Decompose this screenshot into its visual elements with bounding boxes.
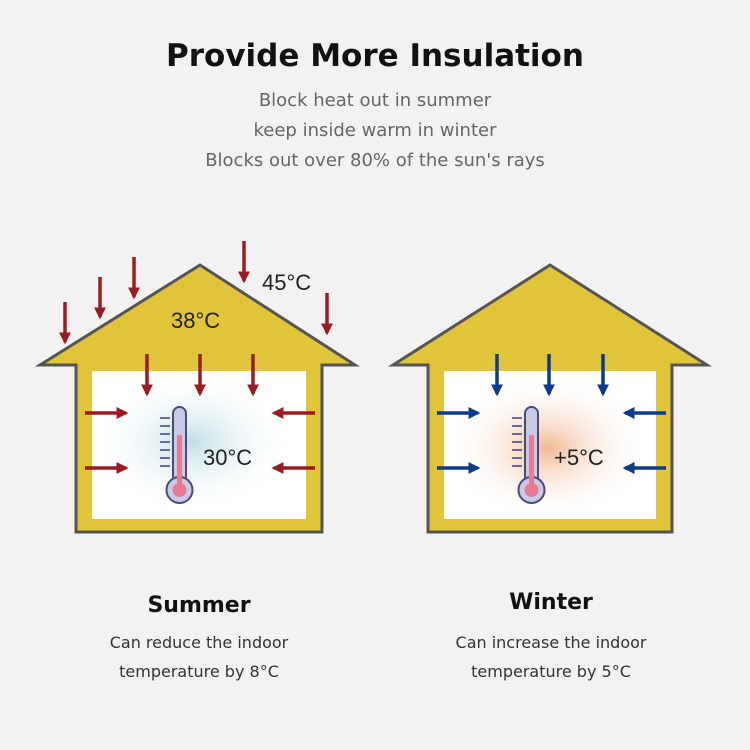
summer-house: 45°C 38°C 30°C xyxy=(34,241,361,534)
winter-desc-line-1: Can increase the indoor xyxy=(455,633,647,652)
subtitle-line-3: Blocks out over 80% of the sun's rays xyxy=(205,150,545,171)
winter-warm-glow xyxy=(448,376,648,520)
thermometer-icon xyxy=(512,406,546,504)
summer-attic-temp: 38°C xyxy=(171,308,220,333)
summer-ceiling-arrows xyxy=(141,354,259,397)
summer-title: Summer xyxy=(147,593,251,618)
summer-outside-temp: 45°C xyxy=(262,270,311,295)
summer-indoor-temp: 30°C xyxy=(203,445,252,470)
winter-wall-arrows xyxy=(437,407,666,474)
winter-house: +5°C xyxy=(387,263,713,534)
winter-title: Winter xyxy=(509,590,593,615)
summer-desc-line-1: Can reduce the indoor xyxy=(109,633,289,652)
subtitle-line-2: keep inside warm in winter xyxy=(253,120,497,141)
summer-outside-arrows xyxy=(59,241,333,345)
summer-cool-glow xyxy=(92,372,292,512)
winter-indoor-temp: +5°C xyxy=(554,445,604,470)
page-title: Provide More Insulation xyxy=(166,38,584,74)
winter-desc-line-2: temperature by 5°C xyxy=(471,662,631,681)
subtitle-line-1: Block heat out in summer xyxy=(258,90,492,111)
winter-ceiling-arrows xyxy=(491,354,609,397)
thermometer-icon xyxy=(160,406,194,504)
summer-desc-line-2: temperature by 8°C xyxy=(119,662,279,681)
summer-wall-arrows xyxy=(85,407,315,474)
